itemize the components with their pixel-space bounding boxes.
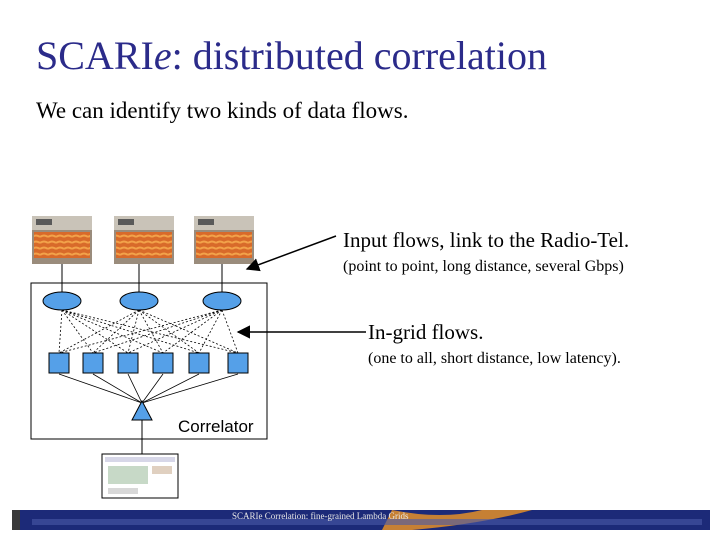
telescope-photo-2	[114, 216, 174, 264]
input-node	[119, 291, 159, 311]
ingrid-flows-label: In-grid flows.	[368, 320, 484, 344]
processing-nodes	[48, 352, 249, 374]
processing-node	[152, 352, 174, 374]
input-flows-detail: (point to point, long distance, several …	[343, 258, 624, 275]
input-flow-lines	[61, 264, 223, 293]
correlator-label: Correlator	[178, 417, 254, 436]
grid-boundary-box	[30, 282, 268, 440]
slide-subtitle: We can identify two kinds of data flows.	[36, 98, 409, 123]
footer-banner: SCARIe Correlation: fine-grained Lambda …	[12, 510, 710, 530]
processing-node	[117, 352, 139, 374]
processing-node	[227, 352, 249, 374]
in-grid-mesh-lines	[58, 309, 239, 354]
correlator-node	[131, 399, 153, 421]
correlator-input-lines	[58, 373, 239, 404]
input-flows-label: Input flows, link to the Radio-Tel.	[343, 228, 630, 252]
processing-node	[188, 352, 210, 374]
input-node	[202, 291, 242, 311]
input-node	[42, 291, 82, 311]
telescope-photo-3	[194, 216, 254, 264]
output-screen-thumbnail	[101, 453, 179, 499]
slide-title: SCARIe: distributed correlation	[36, 33, 548, 78]
processing-node	[82, 352, 104, 374]
telescope-photo-1	[32, 216, 92, 264]
input-flow-arrow	[245, 235, 337, 272]
footer-caption: SCARIe Correlation: fine-grained Lambda …	[232, 511, 409, 521]
processing-node	[48, 352, 70, 374]
ingrid-flows-detail: (one to all, short distance, low latency…	[368, 350, 621, 367]
